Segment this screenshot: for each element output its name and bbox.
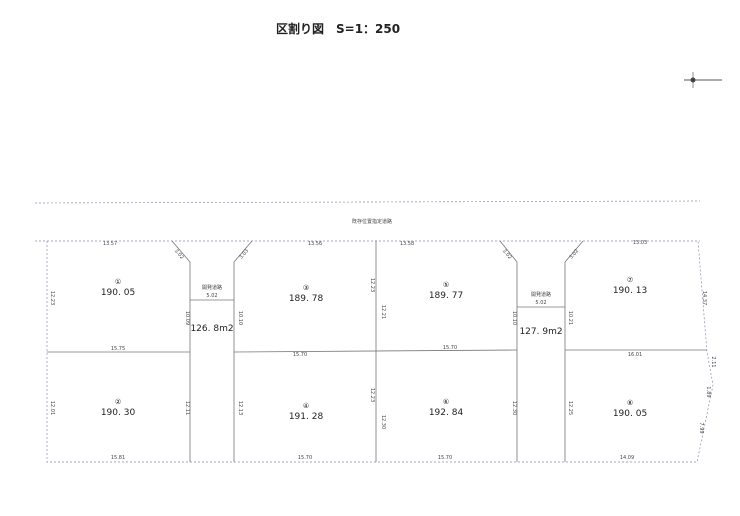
dim-side: 12.21 <box>380 305 386 319</box>
dim-chamfer: 3.02 <box>568 248 580 260</box>
dim-side: 12.30 <box>380 415 386 429</box>
lot-lines <box>47 240 707 462</box>
dim-side: 10.21 <box>567 311 573 325</box>
dim-side: 2.11 <box>710 356 716 367</box>
lot-number: ② <box>115 398 121 406</box>
dev-road-label: 開発道路 <box>531 291 551 298</box>
dim-side: 12.23 <box>369 278 375 292</box>
lot-area: 191. 28 <box>289 412 324 422</box>
lot-area: 190. 13 <box>613 286 647 296</box>
lot-area: 190. 30 <box>101 408 136 418</box>
dim-side: 12.13 <box>237 401 243 415</box>
lot-number: ⑧ <box>627 399 633 407</box>
dev-road-width: 5.02 <box>535 300 546 306</box>
dev-road-width: 5.02 <box>206 293 217 299</box>
dim-side: 12.23 <box>49 291 55 305</box>
dim-bottom: 15.70 <box>298 455 312 461</box>
dim-side: 12.30 <box>511 401 517 415</box>
dim-side: 12.01 <box>49 401 55 415</box>
dim-chamfer: 3.02 <box>173 248 185 260</box>
dim-middle: 15.70 <box>443 345 457 351</box>
road-label: 既存位置指定道路 <box>352 218 392 225</box>
lot-number: ⑤ <box>443 281 449 289</box>
dim-bottom: 15.81 <box>111 455 125 461</box>
dim-middle: 15.75 <box>111 346 125 352</box>
dim-side: 14.37 <box>701 291 707 305</box>
road-edge-top <box>34 200 701 204</box>
dim-bottom: 14.09 <box>620 455 634 461</box>
lot-area: 190. 05 <box>101 288 135 298</box>
dim-side: 10.09 <box>184 311 190 325</box>
dim-side: 12.25 <box>567 401 573 415</box>
lots: ① 190. 05 ② 190. 30 ③ 189. 78 ④ 191. 28 ⑤ 189. 77… <box>101 276 647 422</box>
dim-side: 7.99 <box>698 422 704 433</box>
dev-road-area: 126. 8m2 <box>190 324 233 334</box>
lot-number: ③ <box>303 284 309 292</box>
dimensions: 13.57 13.56 13.58 13.03 3.02 3.03 3.02 3.02 15.7… <box>49 240 716 461</box>
lot-area: 192. 84 <box>429 408 464 418</box>
site-boundary <box>46 240 714 463</box>
lot-number: ① <box>115 278 121 286</box>
dim-middle: 15.70 <box>293 352 307 358</box>
dev-road-2: 開発道路 5.02 127. 9m2 <box>519 291 562 337</box>
north-arrow-icon <box>684 72 722 88</box>
dim-side: 12.23 <box>369 388 375 402</box>
lot-area: 190. 05 <box>613 409 647 419</box>
dev-road-area: 127. 9m2 <box>519 327 562 337</box>
lot-area: 189. 78 <box>289 294 324 304</box>
dim-side: 10.10 <box>237 311 243 325</box>
dim-bottom: 15.70 <box>438 455 452 461</box>
dim-side: 10.10 <box>511 311 517 325</box>
dim-top: 13.03 <box>633 240 647 246</box>
dim-side: 1.89 <box>705 386 711 397</box>
dev-road-label: 開発道路 <box>202 284 222 291</box>
dim-chamfer: 3.03 <box>238 248 250 260</box>
plan-title: 区割り図 S=1：250 <box>276 21 400 36</box>
lot-number: ⑥ <box>443 398 449 406</box>
lot-number: ⑦ <box>627 276 633 284</box>
dev-road-1: 開発道路 5.02 126. 8m2 <box>190 284 233 334</box>
lot-number: ④ <box>303 402 309 410</box>
dim-side: 12.11 <box>184 401 190 415</box>
dim-top: 13.57 <box>103 241 117 247</box>
dim-top: 13.56 <box>308 241 322 247</box>
dim-middle: 16.01 <box>628 352 642 358</box>
dim-chamfer: 3.02 <box>501 248 513 260</box>
lot-area: 189. 77 <box>429 291 463 301</box>
dim-top: 13.58 <box>400 241 414 247</box>
